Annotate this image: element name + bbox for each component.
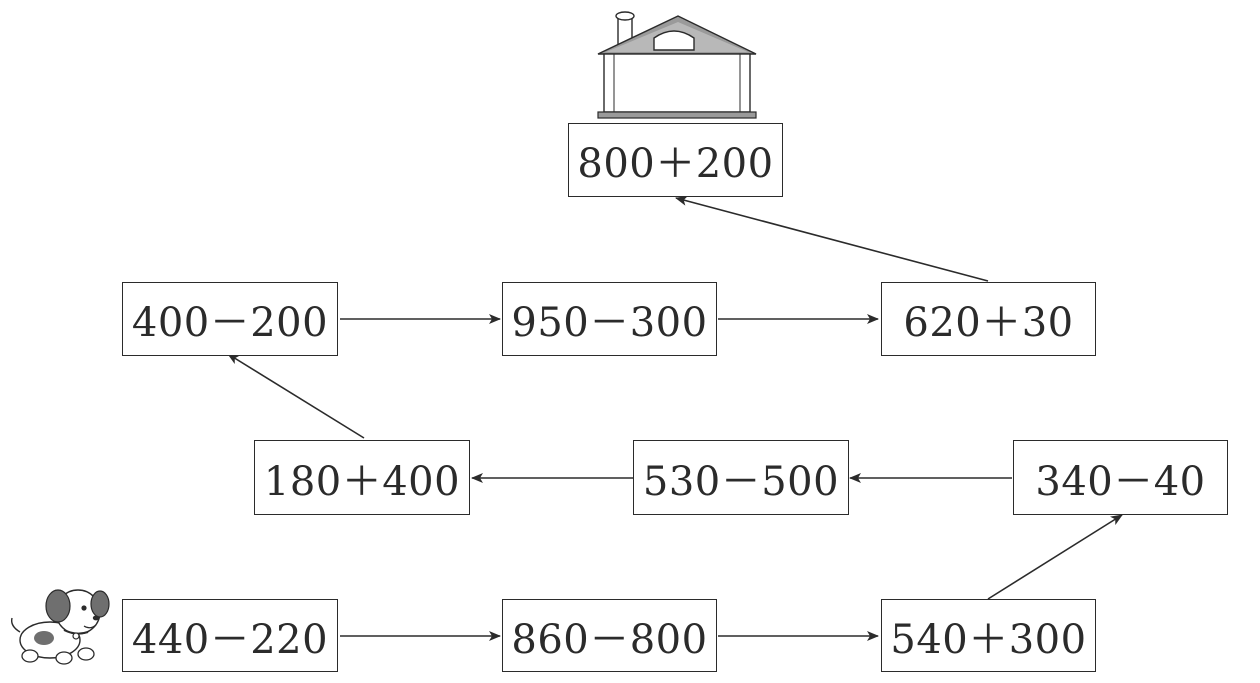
expression-box: 620＋30 — [881, 282, 1096, 356]
expression-box: 530－500 — [633, 440, 849, 515]
arrow-180-to-400 — [227, 353, 365, 439]
expression-text: 950－300 — [511, 300, 708, 346]
expression-text: 530－500 — [642, 458, 840, 505]
expression-text: 180＋400 — [263, 458, 461, 505]
expression-box: 180＋400 — [254, 440, 470, 515]
expression-text: 340－40 — [1035, 458, 1206, 505]
expression-text: 860－800 — [511, 616, 708, 663]
arrow-540-to-340 — [987, 514, 1123, 600]
expression-text: 400－200 — [131, 300, 329, 346]
expression-text: 540＋300 — [890, 616, 1087, 663]
expression-box: 400－200 — [122, 282, 338, 356]
expression-text: 800＋200 — [577, 141, 774, 187]
expression-text: 440－220 — [131, 616, 329, 663]
expression-text: 620＋30 — [903, 300, 1074, 346]
house-icon — [597, 11, 757, 119]
expression-box: 340－40 — [1013, 440, 1228, 515]
expression-box-goal: 800＋200 — [568, 123, 783, 197]
expression-box: 860－800 — [502, 599, 717, 672]
puppy-icon — [10, 589, 110, 665]
expression-box: 540＋300 — [881, 599, 1096, 672]
expression-box-start: 440－220 — [122, 599, 338, 672]
arrow-620-to-800 — [675, 195, 989, 282]
expression-box: 950－300 — [502, 282, 717, 356]
